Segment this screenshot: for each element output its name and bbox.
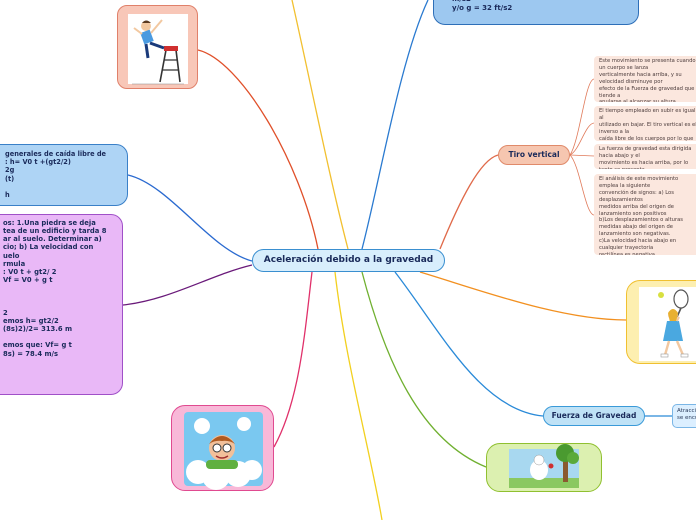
tiro-description-2[interactable]: El tiempo empleado en subir es igual al … [594, 106, 696, 141]
person-on-ladder-illustration [128, 14, 188, 85]
connector-image3 [419, 271, 627, 321]
connector-formulas [127, 174, 253, 262]
connector-sub-3 [569, 154, 595, 157]
connector-sub-4 [569, 154, 595, 216]
image-node-ladder[interactable] [117, 5, 198, 89]
connector-top-yellow [291, 0, 349, 250]
tiro-description-1[interactable]: Este movimiento se presenta cuando un cu… [594, 56, 696, 102]
formulas-node[interactable]: generales de caída libre de : h= V0 t +(… [0, 144, 128, 206]
image-node-tree[interactable] [486, 443, 602, 492]
connector-image2 [273, 271, 313, 448]
boy-in-clouds-illustration [184, 412, 263, 490]
connector-tiro [439, 154, 499, 250]
central-topic[interactable]: Aceleración debido a la gravedad [252, 249, 445, 272]
tiro-description-3[interactable]: La fuerza de gravedad esta dirigida haci… [594, 144, 696, 169]
tree-scene-illustration [509, 444, 579, 488]
connector-image1 [197, 49, 319, 250]
connector-sub-2 [569, 122, 595, 156]
tennis-player-illustration [639, 287, 696, 361]
tiro-vertical-node[interactable]: Tiro vertical [498, 145, 570, 165]
connector-sub-1 [569, 78, 595, 156]
connector-ejemplo [122, 264, 253, 306]
connector-image4 [361, 271, 487, 468]
image-node-tennis[interactable] [626, 280, 696, 364]
image-node-clouds[interactable] [171, 405, 274, 491]
connector-top-blue [361, 0, 429, 250]
connector-bottom-yellow [334, 271, 383, 520]
connector-fuerza [394, 271, 544, 417]
fuerza-gravedad-node[interactable]: Fuerza de Gravedad [543, 406, 645, 426]
gravity-values-node[interactable]: polos y disminuye en el ecuador,g = 9.8 … [433, 0, 639, 25]
example-problem-node[interactable]: os: 1.Una piedra se deja tea de un edifi… [0, 214, 123, 395]
tiro-description-4[interactable]: El análisis de este movimiento emplea la… [594, 174, 696, 255]
